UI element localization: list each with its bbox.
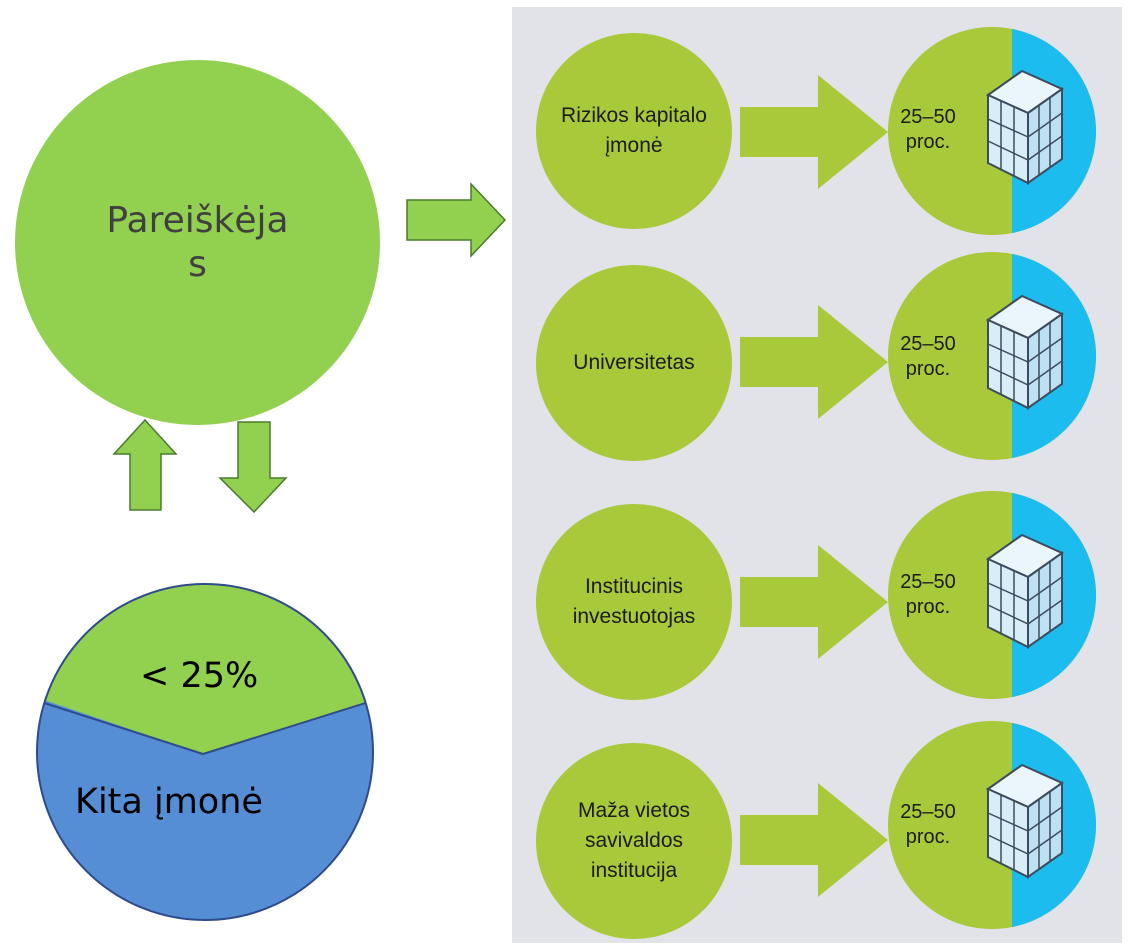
percent-range-value: 25–50	[900, 571, 956, 593]
applicant-label: Pareiškėjas	[106, 199, 289, 285]
building-icon	[985, 533, 1065, 649]
other-company-circle	[36, 583, 374, 921]
percent-unit: proc.	[905, 131, 951, 153]
investor-circle-institutional: Institucinis investuotojas	[536, 504, 732, 700]
percent-range-value: 25–50	[900, 333, 956, 355]
investor-panel: Rizikos kapitalo įmonė 25–50 proc. Unive…	[512, 7, 1122, 943]
percent-range-label: 25–50 proc.	[893, 570, 963, 620]
arrow-right-icon	[740, 305, 888, 419]
building-icon	[985, 294, 1065, 410]
percent-range-label: 25–50 proc.	[893, 800, 963, 850]
investor-label: Maža vietos savivaldos institucija	[577, 799, 691, 882]
percent-range-label: 25–50 proc.	[893, 105, 963, 155]
percent-unit: proc.	[905, 596, 951, 618]
arrow-down-icon	[218, 421, 288, 514]
percent-range-label: 25–50 proc.	[893, 332, 963, 382]
percent-range-value: 25–50	[900, 801, 956, 823]
arrow-right-icon	[740, 545, 888, 659]
applicant-circle: Pareiškėjas	[15, 60, 380, 425]
arrow-right-icon	[406, 182, 507, 258]
investor-label: Rizikos kapitalo įmonė	[561, 104, 707, 157]
arrow-right-icon	[740, 783, 888, 897]
arrow-right-icon	[740, 75, 888, 189]
other-company-label: Kita įmonė	[75, 782, 263, 822]
arrow-up-icon	[112, 418, 178, 511]
investor-circle-venture: Rizikos kapitalo įmonė	[536, 33, 732, 229]
investor-label: Universitetas	[573, 351, 695, 374]
investor-circle-university: Universitetas	[536, 265, 732, 461]
percent-range-value: 25–50	[900, 106, 956, 128]
share-percent-label: < 25%	[140, 656, 259, 696]
investor-circle-local-authority: Maža vietos savivaldos institucija	[536, 743, 732, 939]
percent-unit: proc.	[905, 358, 951, 380]
percent-unit: proc.	[905, 826, 951, 848]
building-icon	[985, 763, 1065, 879]
building-icon	[985, 69, 1065, 185]
investor-label: Institucinis investuotojas	[572, 575, 696, 628]
